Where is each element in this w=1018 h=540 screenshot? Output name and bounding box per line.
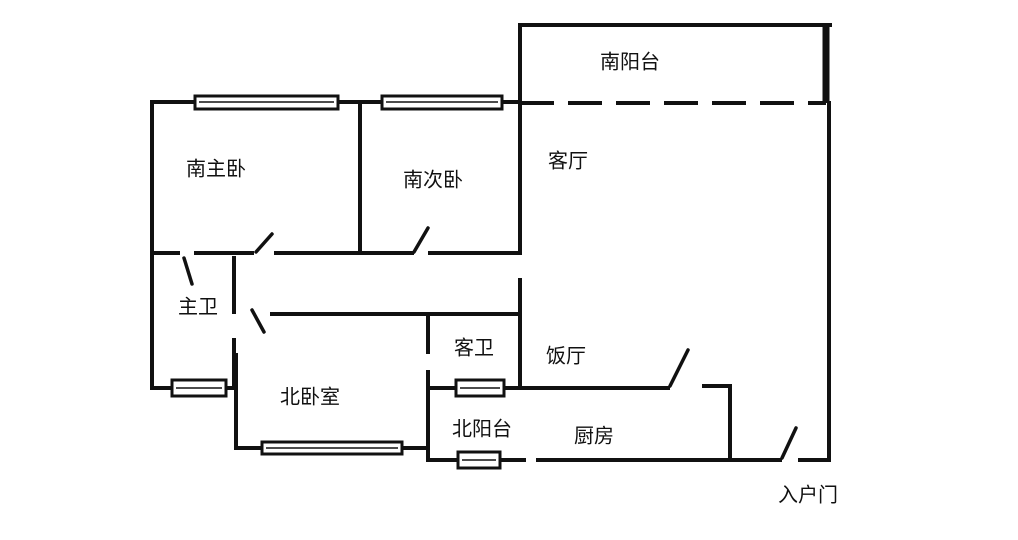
- door-second-bedroom: [412, 226, 430, 254]
- label-living-room: 客厅: [548, 149, 588, 173]
- interior-walls: [150, 100, 831, 462]
- door-master-bedroom: [254, 232, 274, 254]
- window-guest-bath: [454, 378, 506, 398]
- window-north-bedroom: [260, 440, 404, 456]
- label-guest-bath: 客卫: [454, 336, 494, 360]
- label-second-bedroom: 南次卧: [403, 168, 463, 192]
- door-kitchen: [668, 348, 690, 388]
- window-north-balcony: [456, 450, 502, 470]
- label-master-bedroom: 南主卧: [186, 157, 246, 181]
- label-south-balcony: 南阳台: [600, 50, 660, 74]
- label-kitchen: 厨房: [574, 424, 614, 448]
- door-entrance: [780, 426, 798, 460]
- window-master-bedroom: [193, 94, 340, 111]
- label-north-bedroom: 北卧室: [280, 385, 340, 409]
- window-master-bath: [170, 378, 228, 398]
- label-master-bath: 主卫: [178, 295, 218, 319]
- window-second-bedroom: [380, 94, 504, 111]
- door-master-bath: [182, 256, 194, 286]
- label-entrance: 入户门: [778, 483, 838, 507]
- door-north-bedroom: [250, 308, 266, 334]
- label-north-balcony: 北阳台: [452, 417, 512, 441]
- label-dining-room: 饭厅: [546, 344, 586, 368]
